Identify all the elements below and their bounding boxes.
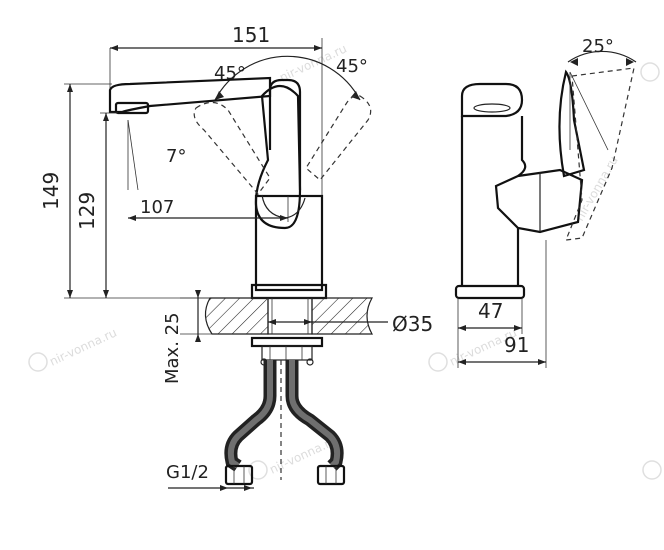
dim-outlet-offset-label: 107: [140, 197, 174, 218]
watermark-group: nir-vonna.ru nir-vonna.ru nir-vonna.ru n…: [28, 41, 662, 480]
dim-hole-diameter-label: Ø35: [392, 312, 433, 336]
body-column: [254, 194, 324, 292]
circle-e-logo-icon: [28, 352, 48, 372]
flex-hose-left: [224, 360, 277, 472]
hose-nut-left: [224, 464, 254, 486]
dim-base-width: 47: [457, 298, 523, 368]
circle-e-logo-icon: [640, 62, 660, 82]
side-lever-block: [494, 67, 635, 241]
side-spout-head: [460, 82, 524, 118]
rotation-arc: 45° 45°: [214, 55, 368, 101]
watermark-5: nir-vonna.ru: [572, 62, 660, 224]
lever-ghost-left: [193, 101, 271, 195]
countertop-section: [204, 297, 374, 335]
dim-thread-label: G1/2: [166, 462, 209, 483]
circle-e-logo-icon: [642, 460, 662, 480]
spout: [108, 76, 272, 115]
angle-tilt-label: 7°: [166, 146, 186, 167]
side-view: 25° 47 91: [454, 36, 637, 368]
dim-outlet-offset: 107: [128, 196, 289, 222]
dim-max-thickness-label: Max. 25: [162, 312, 183, 384]
dim-total-depth: 91: [458, 240, 547, 368]
circle-e-logo-icon: [428, 352, 448, 372]
dim-total-depth-label: 91: [504, 333, 529, 357]
aerator: [114, 101, 150, 115]
front-view: 151 45° 45°: [39, 23, 433, 491]
dim-hole-diameter: Ø35: [268, 312, 433, 336]
watermark-1: nir-vonna.ru: [28, 325, 119, 372]
dim-spout-reach-label: 151: [232, 23, 270, 47]
dim-height-total: 149: [39, 83, 230, 299]
dim-height-total-label: 149: [39, 172, 63, 210]
lever-angle-label: 25°: [582, 36, 614, 57]
lever-solid: [254, 84, 306, 230]
watermark-6: [642, 460, 662, 480]
dim-tilt: 7°: [127, 119, 186, 191]
dim-base-width-label: 47: [478, 299, 503, 323]
faucet-body: [250, 78, 328, 300]
hose-nut-right: [316, 464, 346, 486]
watermark-text: nir-vonna.ru: [47, 325, 119, 368]
dim-spout-reach: 151: [109, 23, 323, 200]
lever-ghost-right: [305, 95, 372, 181]
dim-lever-angle: 25°: [567, 36, 637, 66]
dim-max-thickness: Max. 25: [162, 290, 212, 384]
circle-e-logo-icon: [248, 460, 268, 480]
side-body: [454, 116, 527, 300]
dim-height-outlet-label: 129: [75, 192, 99, 230]
angle-right-label: 45°: [336, 56, 368, 77]
flex-hose-right: [285, 360, 344, 471]
dim-thread: G1/2: [166, 462, 254, 491]
dim-height-outlet: 129: [75, 112, 118, 298]
